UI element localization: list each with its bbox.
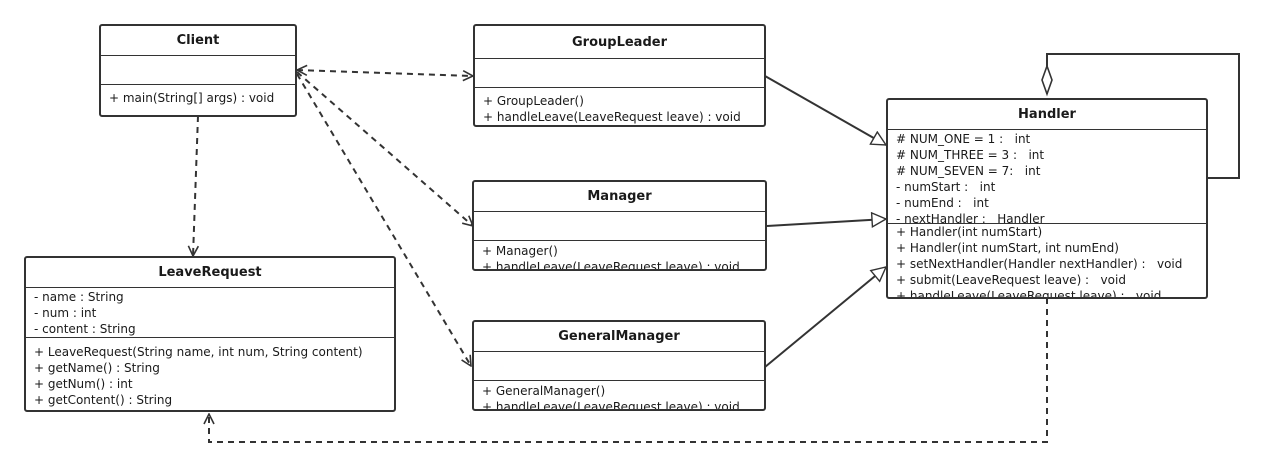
dependency-handler-leaverequest — [209, 298, 1048, 443]
operations-section: + LeaveRequest(String name, int num, Str… — [26, 338, 394, 408]
class-generalmanager[interactable]: GeneralManager + GeneralManager() + hand… — [472, 320, 766, 411]
attribute: # NUM_ONE = 1 : int — [896, 132, 1031, 146]
attribute: # NUM_SEVEN = 7: int — [896, 164, 1041, 178]
dependency-client-generalmanager — [296, 73, 471, 366]
attribute: - name : String — [34, 290, 124, 304]
dependency-client-manager — [296, 71, 473, 226]
operations-section: + Handler(int numStart) + Handler(int nu… — [888, 224, 1206, 299]
class-name: Manager — [474, 182, 765, 212]
operation: + Handler(int numStart, int numEnd) — [896, 241, 1119, 255]
operation: + getContent() : String — [34, 393, 173, 407]
operations-section: + GroupLeader() + handleLeave(LeaveReque… — [475, 88, 764, 125]
operation: + setNextHandler(Handler nextHandler) : … — [896, 257, 1183, 271]
dependency-client-leaverequest — [193, 115, 198, 256]
class-name: Handler — [888, 100, 1206, 130]
operation: + submit(LeaveRequest leave) : void — [896, 273, 1126, 287]
attribute: - numEnd : int — [896, 196, 989, 210]
attribute: - num : int — [34, 306, 97, 320]
attributes-section — [474, 352, 764, 381]
operations-section: + main(String[] args) : void — [101, 85, 295, 106]
operations-section: + GeneralManager() + handleLeave(LeaveRe… — [474, 381, 764, 411]
operation: + LeaveRequest(String name, int num, Str… — [34, 345, 363, 359]
generalization-generalmanager-handler — [764, 267, 886, 368]
operation: + handleLeave(LeaveRequest leave) : void — [482, 400, 740, 411]
operation: + Manager() — [482, 244, 558, 258]
operation: + Handler(int numStart) — [896, 225, 1043, 239]
generalization-manager-handler — [766, 219, 886, 226]
attribute: - numStart : int — [896, 180, 996, 194]
class-client[interactable]: Client + main(String[] args) : void — [99, 24, 297, 117]
operation: + GroupLeader() — [483, 94, 584, 108]
class-name: Client — [101, 26, 295, 56]
attribute: # NUM_THREE = 3 : int — [896, 148, 1045, 162]
operation: + getName() : String — [34, 361, 160, 375]
generalization-groupleader-handler — [764, 75, 886, 146]
attributes-section — [475, 59, 764, 88]
operation: + handleLeave(LeaveRequest leave) : void — [482, 260, 740, 271]
class-manager[interactable]: Manager + Manager() + handleLeave(LeaveR… — [472, 180, 767, 271]
attribute: - nextHandler : Handler — [896, 212, 1045, 226]
attribute: - content : String — [34, 322, 136, 336]
aggregation-diamond — [1041, 63, 1053, 97]
operation: + handleLeave(LeaveRequest leave) : void — [896, 289, 1162, 299]
class-leaverequest[interactable]: LeaveRequest - name : String - num : int… — [24, 256, 396, 412]
operation: + main(String[] args) : void — [109, 91, 275, 105]
attributes-section — [101, 56, 295, 85]
operation: + GeneralManager() — [482, 384, 606, 398]
class-groupleader[interactable]: GroupLeader + GroupLeader() + handleLeav… — [473, 24, 766, 127]
attributes-section: - name : String - num : int - content : … — [26, 288, 394, 338]
attributes-section: # NUM_ONE = 1 : int # NUM_THREE = 3 : in… — [888, 130, 1206, 226]
class-name: GeneralManager — [474, 322, 764, 352]
operation: + handleLeave(LeaveRequest leave) : void — [483, 110, 741, 124]
dependency-client-groupleader — [297, 70, 473, 76]
class-handler[interactable]: Handler # NUM_ONE = 1 : int # NUM_THREE … — [886, 98, 1208, 299]
operation: + getNum() : int — [34, 377, 133, 391]
class-name: GroupLeader — [475, 26, 764, 59]
class-name: LeaveRequest — [26, 258, 394, 288]
attributes-section — [474, 212, 765, 241]
operations-section: + Manager() + handleLeave(LeaveRequest l… — [474, 241, 765, 271]
